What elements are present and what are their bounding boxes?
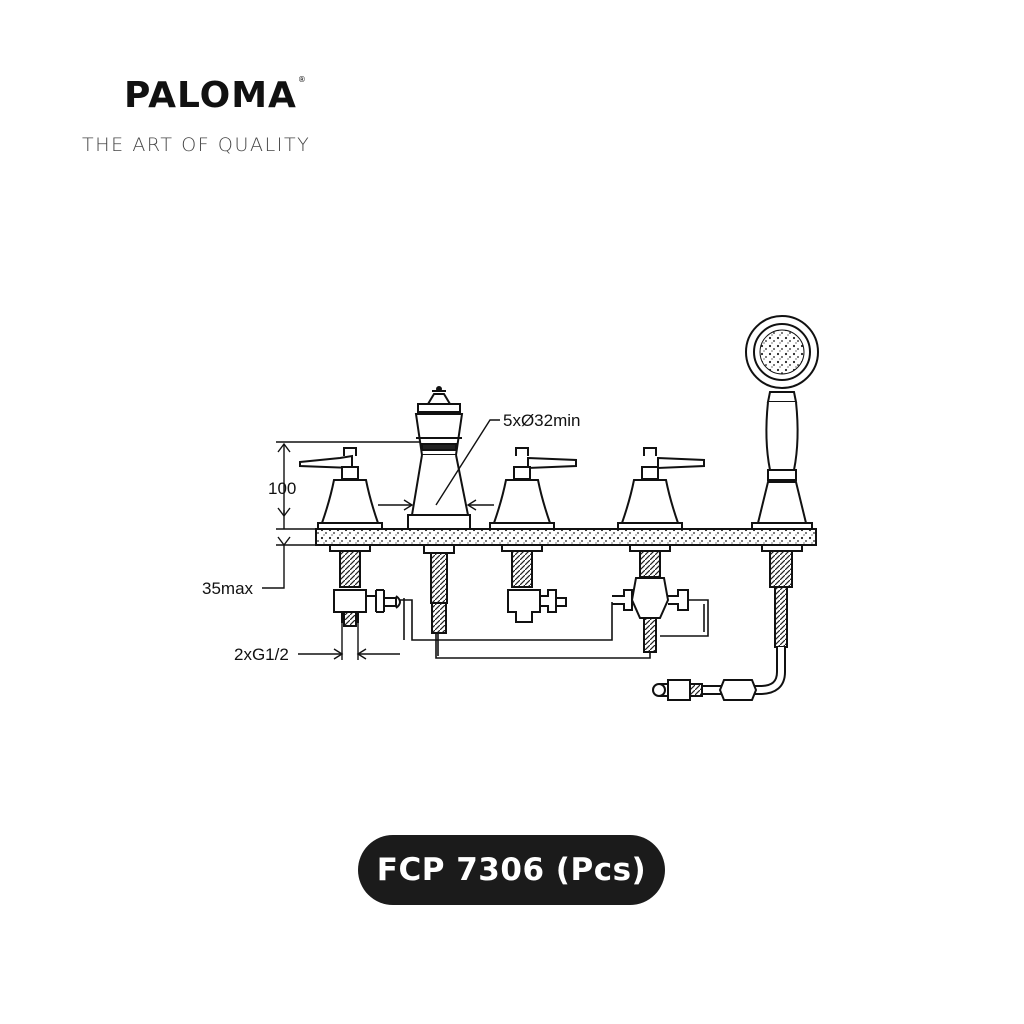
brand-tagline: THE ART OF QUALITY bbox=[82, 134, 311, 156]
connections-label: 2xG1/2 bbox=[234, 645, 289, 664]
height-dimension-label: 100 bbox=[268, 479, 296, 498]
dimension-labels: 5xØ32min 100 35max 2xG1/2 bbox=[202, 411, 580, 664]
dimension-lines bbox=[262, 419, 500, 660]
valve-left bbox=[299, 447, 401, 627]
spout bbox=[407, 386, 471, 634]
hand-shower bbox=[652, 315, 819, 701]
product-code-badge: FCP 7306 (Pcs) bbox=[358, 835, 665, 905]
brand-logo-text: PALOMA bbox=[124, 75, 297, 116]
deck-slab bbox=[315, 528, 817, 546]
valve-center bbox=[489, 447, 577, 623]
brand-logo: PALOMA® bbox=[124, 75, 307, 116]
product-code-label: FCP 7306 (Pcs) bbox=[376, 852, 647, 888]
deck-thickness-label: 35max bbox=[202, 579, 254, 598]
registered-mark: ® bbox=[297, 75, 307, 84]
connecting-pipes bbox=[400, 598, 709, 659]
holes-dimension-label: 5xØ32min bbox=[503, 411, 580, 430]
valve-diverter bbox=[612, 447, 705, 653]
